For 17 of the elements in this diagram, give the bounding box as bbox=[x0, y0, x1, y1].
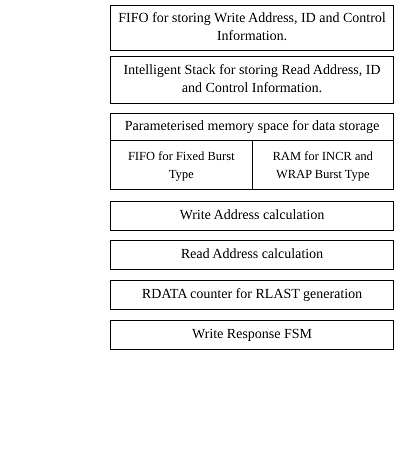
process-box bbox=[110, 56, 394, 104]
box-text: Read Address calculation bbox=[180, 246, 324, 264]
box-text: Write Response FSM bbox=[191, 326, 313, 344]
box-text: RDATA counter for RLAST generation bbox=[140, 286, 364, 304]
process-box bbox=[110, 280, 394, 310]
box-text: Parameterised memory space for data storage bbox=[124, 118, 380, 136]
process-box bbox=[110, 113, 394, 190]
box-text: FIFO for Fixed Burst Type bbox=[126, 148, 236, 183]
box-text: FIFO for storing Write Address, ID and Control Information. bbox=[117, 10, 387, 46]
box-text: Intelligent Stack for storing Read Address, ID and Control Information. bbox=[122, 62, 382, 98]
sub-box bbox=[252, 140, 393, 189]
process-box bbox=[110, 5, 394, 51]
process-box bbox=[110, 240, 394, 270]
process-box bbox=[110, 201, 394, 231]
box-text: RAM for INCR and WRAP Burst Type bbox=[272, 148, 374, 183]
box-text: Write Address calculation bbox=[178, 207, 326, 225]
process-box bbox=[110, 320, 394, 350]
